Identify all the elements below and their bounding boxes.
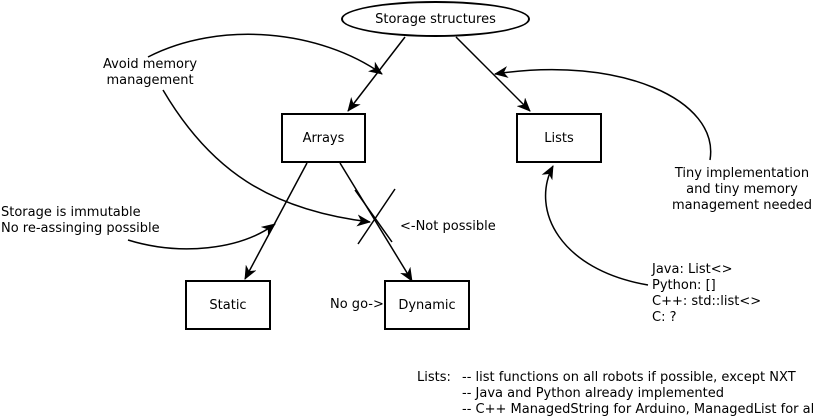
node-storage-structures: Storage structures xyxy=(341,1,530,37)
annotation-immutable-line2: No re-assinging possible xyxy=(1,221,160,236)
language-c: C: ? xyxy=(652,310,677,325)
node-storage-structures-label: Storage structures xyxy=(375,11,496,27)
arrow-immutable-to-static-edge xyxy=(127,223,276,250)
annotation-languages: Java: List<> Python: [] C++: std::list<>… xyxy=(652,262,761,326)
annotation-avoid-memory: Avoid memory management xyxy=(98,57,202,89)
annotation-immutable: Storage is immutable No re-assinging pos… xyxy=(1,205,160,237)
annotation-avoid-memory-line2: management xyxy=(106,73,194,88)
node-static-label: Static xyxy=(209,297,247,313)
arrow-storage-to-arrays xyxy=(347,36,406,112)
arrow-arrays-to-dynamic xyxy=(339,162,413,282)
footer-note-1: -- list functions on all robots if possi… xyxy=(462,370,796,385)
node-static: Static xyxy=(185,280,271,330)
footer-note-2: -- Java and Python already implemented xyxy=(462,386,724,401)
annotation-tiny-impl-line1: Tiny implementation xyxy=(674,166,810,181)
annotation-no-go: No go-> xyxy=(330,297,384,312)
annotation-tiny-impl-line3: management needed xyxy=(672,198,812,213)
node-arrays-label: Arrays xyxy=(302,130,345,146)
arrow-tiny-impl-to-lists-edge xyxy=(494,66,712,161)
arrow-storage-to-lists xyxy=(455,36,531,112)
node-dynamic: Dynamic xyxy=(384,280,470,330)
arrow-avoid-memory-to-storage xyxy=(147,33,383,75)
not-possible-cross xyxy=(354,188,396,245)
annotation-immutable-line1: Storage is immutable xyxy=(1,205,141,220)
arrow-avoid-memory-to-cross xyxy=(162,89,371,227)
footer-lists-label: Lists: xyxy=(417,370,451,385)
language-python: Python: [] xyxy=(652,278,716,293)
annotation-tiny-implementation: Tiny implementation and tiny memory mana… xyxy=(667,166,815,214)
annotation-tiny-impl-line2: and tiny memory xyxy=(686,182,798,197)
footer-notes: -- list functions on all robots if possi… xyxy=(462,370,815,418)
language-java: Java: List<> xyxy=(652,262,733,277)
node-dynamic-label: Dynamic xyxy=(398,297,456,313)
arrow-arrays-to-static xyxy=(244,162,308,280)
footer-note-3: -- C++ ManagedString for Arduino, Manage… xyxy=(462,402,815,417)
arrow-languages-to-lists xyxy=(541,165,649,286)
language-cpp: C++: std::list<> xyxy=(652,294,762,309)
annotation-avoid-memory-line1: Avoid memory xyxy=(102,57,198,72)
node-lists: Lists xyxy=(516,113,602,163)
annotation-not-possible: <-Not possible xyxy=(400,219,496,234)
node-lists-label: Lists xyxy=(544,130,574,146)
node-arrays: Arrays xyxy=(281,113,366,163)
